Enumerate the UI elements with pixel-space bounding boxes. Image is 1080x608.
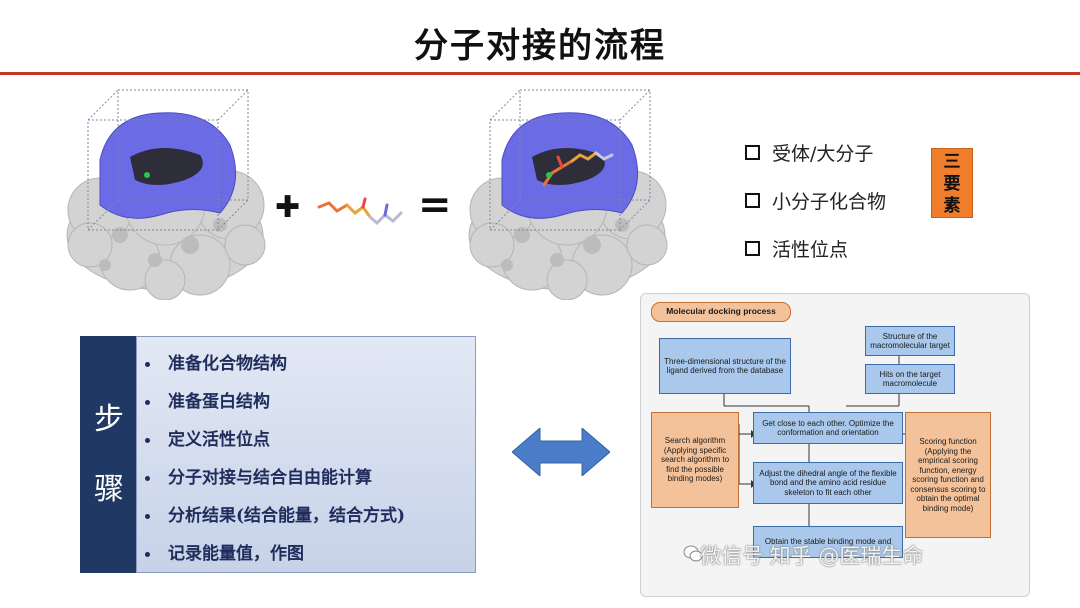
step-item: 记录能量值，作图 xyxy=(145,535,304,573)
element-item-label: 受体/大分子 xyxy=(772,142,874,165)
step-item: 分子对接与结合自由能计算 xyxy=(145,459,372,497)
step-item: 定义活性位点 xyxy=(145,421,270,459)
flow-box-hits: Hits on the target macromolecule xyxy=(865,364,955,394)
element-item-small-molecule: 小分子化合物 xyxy=(745,176,886,224)
bullet-icon xyxy=(145,438,150,443)
equals-sign: = xyxy=(418,182,452,228)
flow-box-step3: Obtain the stable binding mode and xyxy=(753,526,903,558)
flow-box-step2: Adjust the dihedral angle of the flexibl… xyxy=(753,462,903,504)
bullet-icon xyxy=(145,552,150,557)
three-elements-badge: 三 要 素 xyxy=(931,148,973,218)
step-item: 分析结果(结合能量，结合方式) xyxy=(145,497,405,535)
checkbox-square-icon xyxy=(745,240,760,256)
bullet-icon xyxy=(145,362,150,367)
element-item-label: 小分子化合物 xyxy=(772,190,887,213)
step-text: 记录能量值，作图 xyxy=(168,544,304,564)
badge-char: 要 xyxy=(943,174,961,194)
step-text: 准备蛋白结构 xyxy=(168,392,270,412)
docking-flowchart: Molecular docking process Three-dimensio… xyxy=(640,293,1030,597)
step-item: 准备蛋白结构 xyxy=(145,383,270,421)
receptor-protein-image xyxy=(66,89,266,300)
bullet-icon xyxy=(145,400,150,405)
bullet-icon xyxy=(145,514,150,519)
plus-sign: ✚ xyxy=(275,190,301,225)
step-item: 准备化合物结构 xyxy=(145,345,287,383)
flow-box-ligand: Three-dimensional structure of the ligan… xyxy=(659,338,791,394)
badge-char: 三 xyxy=(943,152,961,172)
docked-complex-image xyxy=(468,89,668,300)
watermark-text: 微信号 知乎 @医瑞生命 xyxy=(700,544,924,568)
steps-label-char: 骤 xyxy=(94,472,124,507)
steps-label-char: 步 xyxy=(94,402,124,437)
bullet-icon xyxy=(145,476,150,481)
ligand-molecule-image xyxy=(317,197,403,226)
step-text: 分析结果(结合能量，结合方式) xyxy=(168,506,406,526)
flow-box-search-algorithm: Search algorithm (Applying specific sear… xyxy=(651,412,739,508)
three-elements-list: 受体/大分子 小分子化合物 活性位点 xyxy=(745,128,886,272)
flowchart-title: Molecular docking process xyxy=(651,302,791,322)
flow-box-target: Structure of the macromolecular target xyxy=(865,326,955,356)
flow-box-step1: Get close to each other. Optimize the co… xyxy=(753,412,903,444)
step-text: 准备化合物结构 xyxy=(168,354,287,374)
badge-char: 素 xyxy=(943,196,961,216)
checkbox-square-icon xyxy=(745,192,760,208)
steps-label: 步 骤 xyxy=(80,336,136,573)
checkbox-square-icon xyxy=(745,144,760,160)
element-item-receptor: 受体/大分子 xyxy=(745,128,886,176)
steps-panel: 步 骤 准备化合物结构 准备蛋白结构 定义活性位点 分子对接与结合自由能计算 分… xyxy=(80,336,476,573)
steps-list: 准备化合物结构 准备蛋白结构 定义活性位点 分子对接与结合自由能计算 分析结果(… xyxy=(136,336,476,573)
double-arrow-icon xyxy=(512,428,610,476)
slide-title: 分子对接的流程 xyxy=(414,26,666,66)
step-text: 定义活性位点 xyxy=(168,430,270,450)
element-item-active-site: 活性位点 xyxy=(745,224,886,272)
title-divider xyxy=(0,72,1080,75)
wechat-icon xyxy=(683,545,703,562)
element-item-label: 活性位点 xyxy=(772,238,849,261)
flow-box-scoring-function: Scoring function (Applying the empirical… xyxy=(905,412,991,538)
step-text: 分子对接与结合自由能计算 xyxy=(168,468,372,488)
